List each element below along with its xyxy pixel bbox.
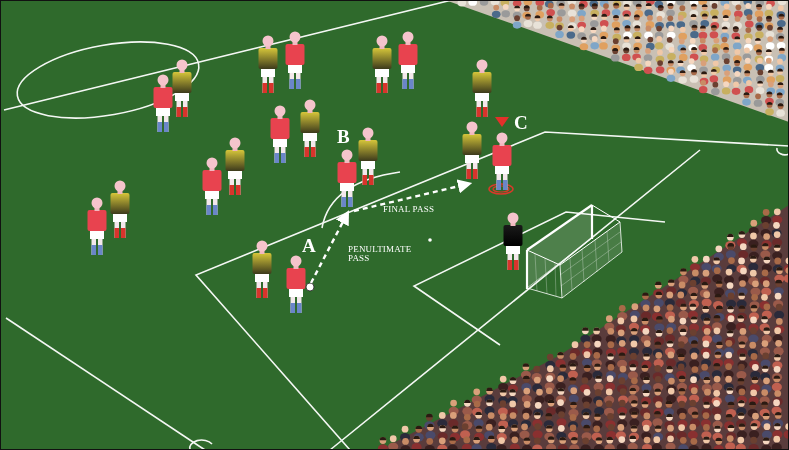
player-figure xyxy=(286,32,305,90)
goal xyxy=(527,205,622,298)
player-figure xyxy=(359,128,378,186)
callout-letter: B xyxy=(337,127,350,146)
marker-triangle xyxy=(495,117,509,127)
callout-letter: C xyxy=(514,113,528,132)
player-figure xyxy=(88,198,107,256)
player-figure xyxy=(473,60,492,118)
player-figure xyxy=(173,60,192,118)
crowd xyxy=(458,0,787,117)
player-figure xyxy=(301,100,320,158)
player-figure xyxy=(226,138,245,196)
player-figure xyxy=(338,150,357,208)
pass-label: PENULTIMATE PASS xyxy=(348,245,410,264)
player-figure xyxy=(111,181,130,239)
player-figure xyxy=(373,36,392,94)
player-figure xyxy=(399,32,418,90)
player-figure xyxy=(493,133,512,191)
player-figure xyxy=(504,213,523,271)
player-figure xyxy=(259,36,278,94)
player-figure xyxy=(287,256,306,314)
pass-arrow xyxy=(311,214,347,283)
pitch-lines xyxy=(4,0,789,450)
ball xyxy=(306,283,314,291)
player-figure xyxy=(203,158,222,216)
pass-label: FINAL PASS xyxy=(383,205,434,214)
players xyxy=(88,32,523,314)
player-figure xyxy=(271,106,290,164)
player-figure xyxy=(253,241,272,299)
player-figure xyxy=(154,75,173,133)
player-figure xyxy=(463,122,482,180)
callout-letter: A xyxy=(302,236,316,255)
